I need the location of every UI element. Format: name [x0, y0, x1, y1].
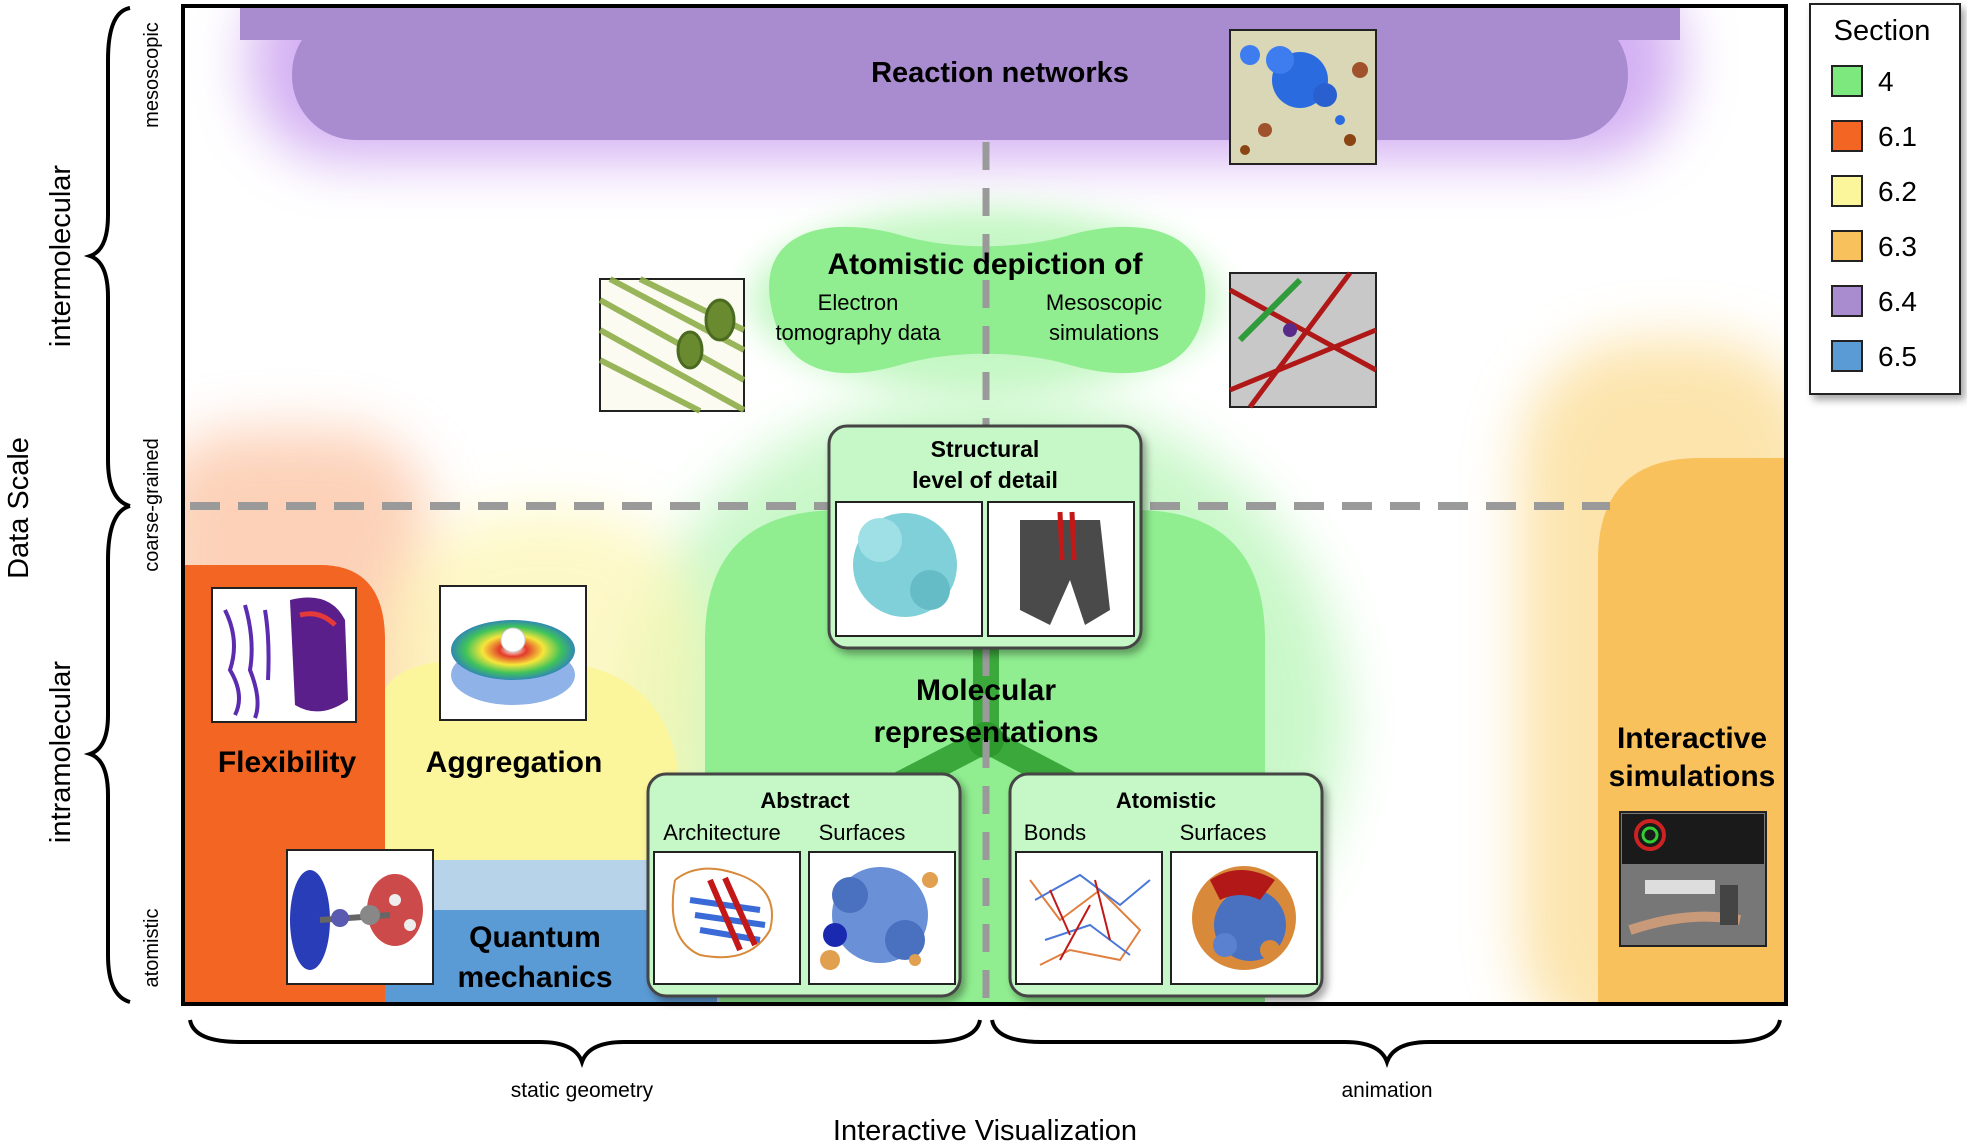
- brace-intramolecular: [83, 504, 131, 1004]
- label-mesoscopic-line2: simulations: [1049, 320, 1159, 345]
- y-group-intermolecular: intermolecular: [45, 165, 77, 347]
- legend-swatch: [1831, 175, 1863, 207]
- brace-static-geometry: [188, 1019, 982, 1069]
- legend-label: 4: [1878, 66, 1894, 97]
- abstract-title: Abstract: [760, 788, 850, 813]
- y-axis-title: Data Scale: [3, 437, 35, 579]
- label-electron-line1: Electron: [818, 290, 899, 315]
- legend-label: 6.4: [1878, 286, 1917, 317]
- y-group-intramolecular: intramolecular: [45, 661, 77, 843]
- brace-animation: [990, 1019, 1782, 1069]
- label-reaction-networks: Reaction networks: [871, 57, 1129, 89]
- x-axis-title: Interactive Visualization: [833, 1115, 1137, 1144]
- reaction-networks-thumbnail: [1229, 29, 1377, 165]
- y-level-mesoscopic: mesoscopic: [141, 22, 163, 128]
- structural-lod-title-line1: Structural: [931, 436, 1040, 462]
- legend-label: 6.5: [1878, 341, 1917, 372]
- label-aggregation: Aggregation: [426, 746, 603, 779]
- mesoscopic-simulations-thumbnail: [1228, 271, 1378, 409]
- x-group-animation: animation: [1341, 1079, 1432, 1102]
- atomistic-box: Atomistic Bonds Surfaces: [1008, 772, 1324, 998]
- x-group-static-geometry: static geometry: [511, 1079, 654, 1102]
- brace-intermolecular: [83, 6, 131, 508]
- atomistic-title: Atomistic: [1116, 788, 1216, 813]
- label-interactive-line1: Interactive: [1617, 722, 1767, 755]
- abstract-box: Abstract Architecture Surfaces: [646, 772, 962, 998]
- label-molecular-line2: representations: [873, 716, 1098, 749]
- structural-lod-title-line2: level of detail: [912, 467, 1058, 493]
- abstract-col-architecture: Architecture: [663, 820, 780, 845]
- legend-swatch: [1831, 340, 1863, 372]
- interactive-simulations-photo: [1619, 811, 1767, 947]
- label-flexibility: Flexibility: [218, 746, 357, 779]
- legend-swatch: [1831, 120, 1863, 152]
- legend-label: 6.3: [1878, 231, 1917, 262]
- structural-lod-box: Structural level of detail: [827, 424, 1143, 650]
- abstract-col-surfaces: Surfaces: [819, 820, 906, 845]
- electron-tomography-thumbnail: [598, 276, 746, 414]
- aggregation-thumbnail: [439, 585, 587, 721]
- label-interactive-line2: simulations: [1609, 760, 1776, 793]
- atomistic-col-surfaces: Surfaces: [1180, 820, 1267, 845]
- label-quantum-line1: Quantum: [469, 921, 601, 954]
- plot-frame: [181, 4, 1788, 1006]
- flexibility-thumbnail: [211, 587, 357, 723]
- legend: Section 4 6.1 6.2 6.3 6.4 6.5: [1809, 3, 1961, 395]
- legend-swatch: [1831, 230, 1863, 262]
- legend-swatch: [1831, 65, 1863, 97]
- label-mesoscopic-line1: Mesoscopic: [1046, 290, 1162, 315]
- legend-swatch: [1831, 285, 1863, 317]
- atomistic-col-bonds: Bonds: [1024, 820, 1086, 845]
- y-level-coarse-grained: coarse-grained: [141, 438, 163, 571]
- label-quantum-line2: mechanics: [457, 961, 612, 994]
- legend-label: 6.2: [1878, 176, 1917, 207]
- legend-label: 6.1: [1878, 121, 1917, 152]
- quantum-mechanics-thumbnail: [286, 849, 434, 985]
- label-electron-line2: tomography data: [775, 320, 941, 345]
- label-atomistic-depiction: Atomistic depiction of: [828, 248, 1144, 281]
- label-molecular-line1: Molecular: [916, 674, 1056, 707]
- legend-title: Section: [1834, 15, 1931, 47]
- y-level-atomistic: atomistic: [141, 909, 163, 988]
